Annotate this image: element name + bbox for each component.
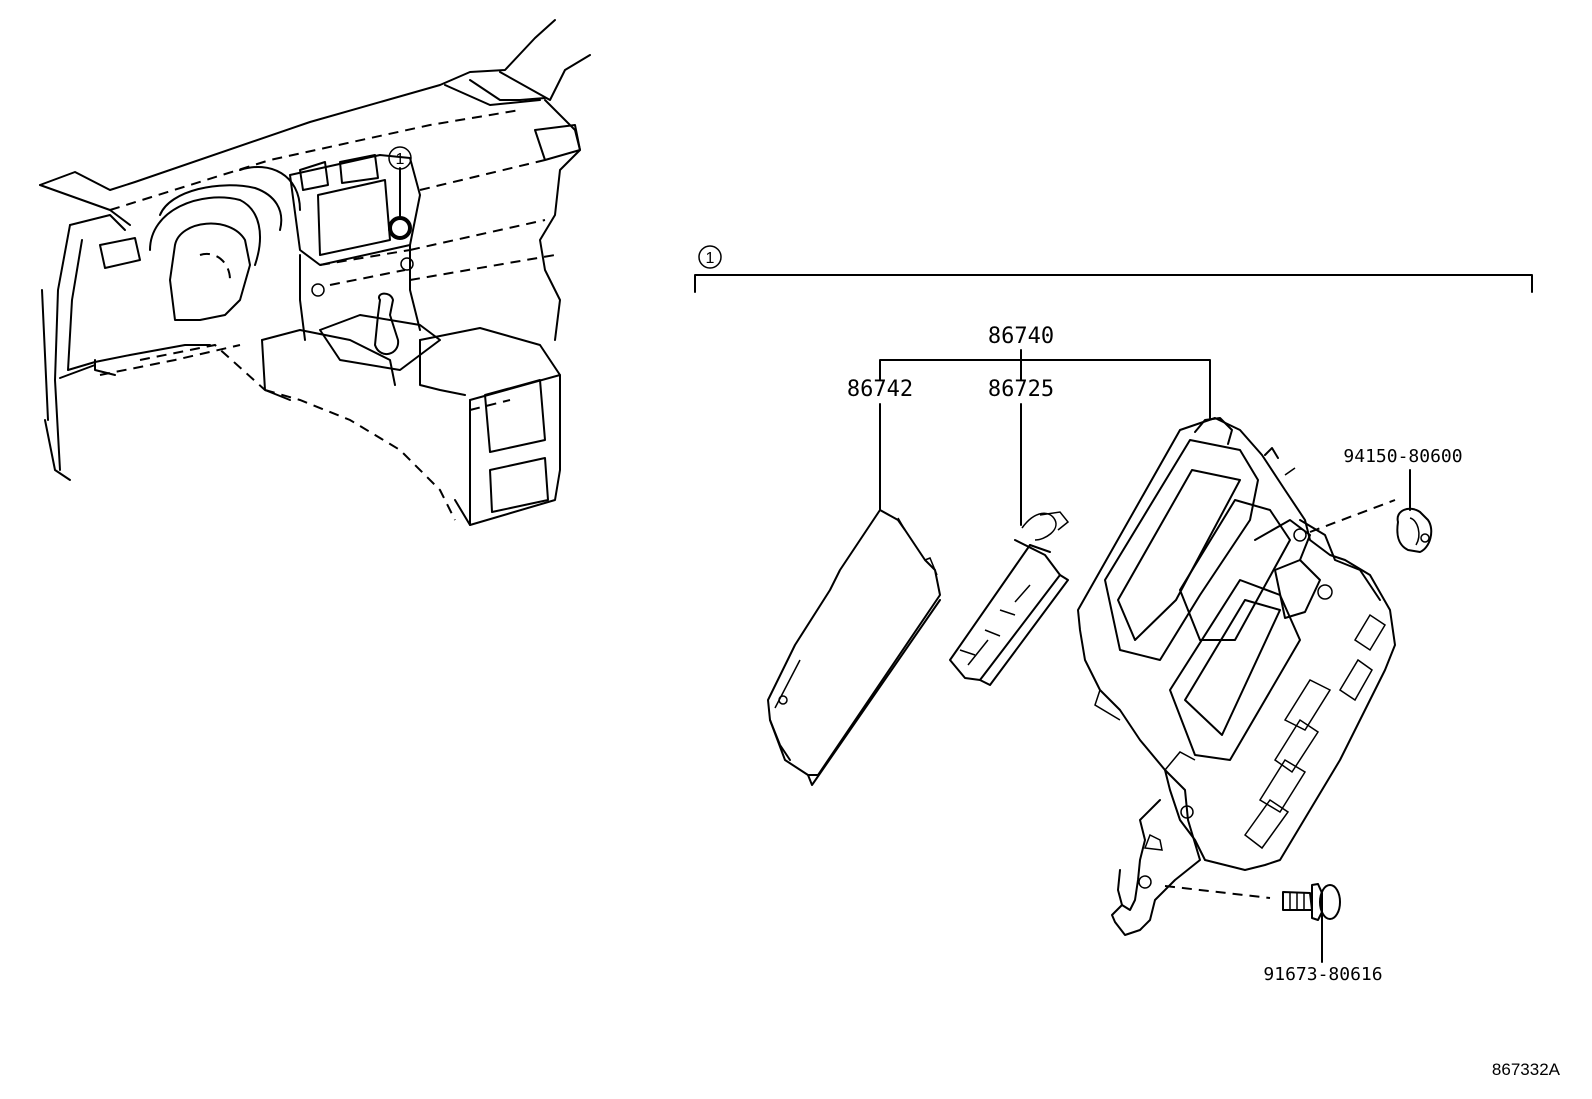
part-label-86740: 86740 [988,324,1054,349]
part-label-86742: 86742 [847,377,913,402]
reference-callout-circle [388,146,412,170]
dashboard-overview: 1 [39,19,591,526]
leader-lines: 86740 86742 86725 94150-80600 91673-8061… [847,324,1463,985]
bolt-part [1164,883,1341,921]
reference-callout-number: 1 [396,151,405,168]
assembly-bracket: 1 [694,245,1533,293]
clip-nut-part [1309,499,1433,553]
assembly-callout-number: 1 [706,250,715,267]
part-label-94150-80600: 94150-80600 [1343,446,1462,467]
antenna-module-part [949,511,1070,686]
cover-panel-part [767,509,941,786]
head-unit-part [1077,417,1396,936]
location-marker-icon [388,216,412,240]
part-label-91673-80616: 91673-80616 [1263,964,1382,985]
figure-id-label: 867332A [1492,1060,1561,1079]
part-label-86725: 86725 [988,377,1054,402]
assembly-callout-circle [698,245,722,269]
